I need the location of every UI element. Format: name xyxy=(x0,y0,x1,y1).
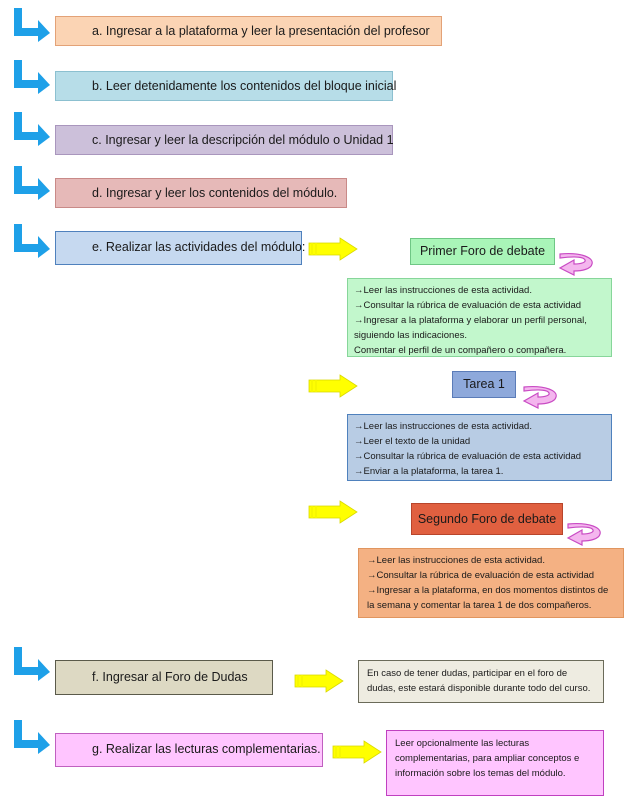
note-foro-dudas: En caso de tener dudas, participar en el… xyxy=(358,660,604,703)
step-b: b. Leer detenidamente los contenidos del… xyxy=(55,71,396,101)
curved-arrow-icon xyxy=(556,250,596,276)
activity-title-segundo-foro: Segundo Foro de debate xyxy=(411,503,563,535)
activity-line: →Ingresar a la plataforma, en dos moment… xyxy=(367,585,609,596)
activity-line: →Enviar a la plataforma, la tarea 1. xyxy=(354,466,504,477)
step-c: c. Ingresar y leer la descripción del mó… xyxy=(55,125,394,155)
yellow-block-arrow-icon xyxy=(332,740,382,764)
elbow-arrow-icon xyxy=(12,222,52,258)
elbow-arrow-icon xyxy=(12,645,52,681)
activity-line: →Leer las instrucciones de esta activida… xyxy=(367,555,545,566)
elbow-arrow-icon xyxy=(12,58,52,94)
activity-line: →Consultar la rúbrica de evaluación de e… xyxy=(354,300,582,311)
yellow-block-arrow-icon xyxy=(308,500,358,524)
activity-line: →Ingresar a la plataforma y elaborar un … xyxy=(354,315,587,326)
elbow-arrow-icon xyxy=(12,6,52,42)
step-a: a. Ingresar a la plataforma y leer la pr… xyxy=(55,16,442,46)
note-lecturas: Leer opcionalmente las lecturas compleme… xyxy=(386,730,604,796)
curved-arrow-icon xyxy=(520,383,560,409)
activity-detail-segundo-foro: →Leer las instrucciones de esta activida… xyxy=(358,548,624,618)
activity-line: →Leer las instrucciones de esta activida… xyxy=(354,421,532,432)
activity-line: →Leer las instrucciones de esta activida… xyxy=(354,285,532,296)
activity-line: →Leer el texto de la unidad xyxy=(354,436,471,447)
activity-title-primer-foro: Primer Foro de debate xyxy=(410,238,555,265)
curved-arrow-icon xyxy=(564,520,604,546)
activity-line: →Consultar la rúbrica de evaluación de e… xyxy=(354,451,582,462)
activity-detail-primer-foro: →Leer las instrucciones de esta activida… xyxy=(347,278,612,357)
activity-line: Comentar el perfil de un compañero o com… xyxy=(354,345,567,356)
yellow-block-arrow-icon xyxy=(308,237,358,261)
step-g: g. Realizar las lecturas complementarias… xyxy=(55,733,323,767)
activity-title-tarea-1: Tarea 1 xyxy=(452,371,516,398)
activity-line: la semana y comentar la tarea 1 de dos c… xyxy=(367,600,592,611)
yellow-block-arrow-icon xyxy=(308,374,358,398)
activity-line: →Consultar la rúbrica de evaluación de e… xyxy=(367,570,595,581)
elbow-arrow-icon xyxy=(12,164,52,200)
step-f: f. Ingresar al Foro de Dudas xyxy=(55,660,273,695)
activity-detail-tarea-1: →Leer las instrucciones de esta activida… xyxy=(347,414,612,481)
elbow-arrow-icon xyxy=(12,110,52,146)
step-d: d. Ingresar y leer los contenidos del mó… xyxy=(55,178,347,208)
activity-line: siguiendo las indicaciones. xyxy=(354,330,468,341)
yellow-block-arrow-icon xyxy=(294,669,344,693)
elbow-arrow-icon xyxy=(12,718,52,754)
step-e: e. Realizar las actividades del módulo: xyxy=(55,231,305,265)
